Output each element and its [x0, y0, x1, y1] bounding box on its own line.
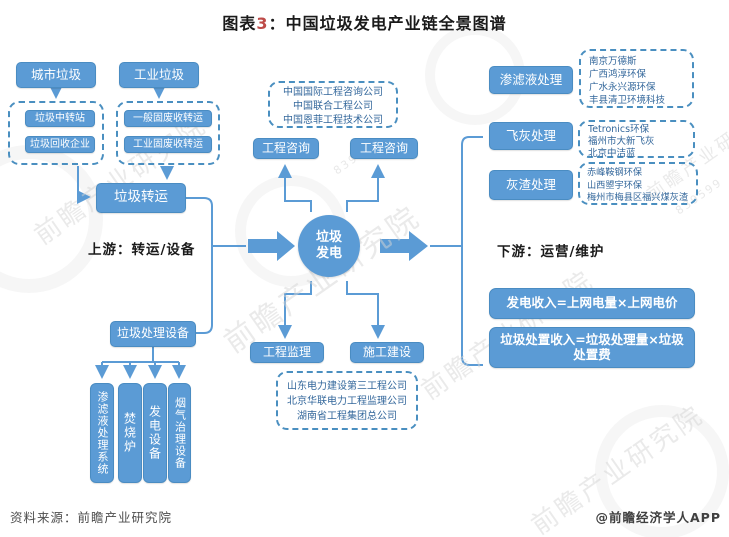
- company-line: 广水永兴源环保: [589, 82, 656, 93]
- company-line: 福州市大新飞灰: [588, 136, 655, 147]
- core-label-line2: 发电: [315, 246, 342, 261]
- big-arrow-left: [248, 231, 295, 261]
- source-note: 资料来源：前瞻产业研究院: [10, 510, 173, 525]
- node-waste-to-energy-core: 垃圾 发电: [298, 215, 360, 277]
- arrow-core-to-supervision: [278, 281, 312, 339]
- node-city-waste: 城市垃圾: [16, 62, 96, 88]
- brace-transfer-to-arrow: [186, 197, 213, 246]
- arrow-group1-to-transfer: [77, 166, 91, 204]
- company-line: 山西曌宇环保: [587, 179, 643, 191]
- company-line: 中国恩菲工程技术公司: [283, 115, 383, 126]
- node-flyash-treatment: 飞灰处理: [489, 122, 573, 150]
- group-municipal-transfer: [8, 101, 104, 165]
- company-line: 广西鸿淳环保: [589, 69, 647, 80]
- node-construction: 施工建设: [350, 342, 424, 363]
- brace-equipment-to-arrow: [196, 246, 213, 334]
- company-line: 中国联合工程公司: [293, 101, 373, 112]
- downstream-section-label: 下游：运营/维护: [497, 244, 605, 260]
- upstream-section-label: 上游：转运/设备: [88, 242, 196, 258]
- group-leachate-companies: 南京万德斯 广西鸿淳环保 广水永兴源环保 丰县清卫环境科技: [579, 49, 694, 108]
- company-line: 南京万德斯: [589, 56, 637, 67]
- company-line: Tetronics环保: [588, 124, 650, 135]
- arrow-core-to-consult-left: [278, 164, 312, 212]
- core-label-line1: 垃圾: [315, 229, 342, 245]
- big-arrow-right: [380, 231, 428, 261]
- node-industrial-waste: 工业垃圾: [119, 62, 199, 88]
- arrow-core-to-construction: [346, 281, 385, 339]
- title-text: ：中国垃圾发电产业链全景图谱: [268, 14, 507, 33]
- group-construction-companies: 山东电力建设第三工程公司 北京华联电力工程监理公司 湖南省工程集团总公司: [276, 371, 418, 430]
- company-line: 赤峰鞍钢环保: [587, 167, 643, 178]
- node-leachate-treatment-system: 渗滤液处理系统: [90, 383, 114, 483]
- group-consulting-companies: 中国国际工程咨询公司 中国联合工程公司 中国恩菲工程技术公司: [268, 81, 398, 128]
- node-fluegas-treatment-equipment: 烟气治理设备: [168, 383, 191, 483]
- node-engineering-consulting-right: 工程咨询: [350, 138, 418, 159]
- group-solid-waste-transfer: [116, 101, 220, 165]
- title-number: 3: [256, 14, 269, 33]
- node-recycling-company: 垃圾回收企业: [25, 136, 95, 153]
- node-power-revenue-formula: 发电收入=上网电量×上网电价: [489, 288, 695, 319]
- node-engineering-supervision: 工程监理: [250, 342, 324, 363]
- node-transfer-station: 垃圾中转站: [25, 110, 95, 127]
- node-engineering-consulting-left: 工程咨询: [253, 138, 319, 159]
- company-line: 北京中洁蓝: [588, 148, 636, 159]
- company-line: 丰县清卫环境科技: [589, 95, 666, 106]
- company-line: 梅州市梅县区福兴煤灰渣: [587, 192, 689, 203]
- company-line: 山东电力建设第三工程公司: [287, 381, 407, 392]
- page-title: 图表3：中国垃圾发电产业链全景图谱: [0, 10, 729, 34]
- node-leachate-treatment: 渗滤液处理: [489, 66, 573, 94]
- credit-note: @前瞻经济学人APP: [595, 510, 721, 525]
- node-waste-transfer: 垃圾转运: [96, 183, 186, 213]
- node-general-solid-waste: 一般固废收转运: [124, 110, 212, 127]
- company-line: 湖南省工程集团总公司: [297, 411, 397, 422]
- company-line: 中国国际工程咨询公司: [283, 87, 383, 98]
- node-disposal-revenue-formula: 垃圾处置收入=垃圾处理量×垃圾处置费: [489, 327, 695, 368]
- group-flyash-companies: Tetronics环保 福州市大新飞灰 北京中洁蓝: [578, 120, 695, 159]
- node-power-generation-equipment: 发电设备: [143, 383, 167, 483]
- group-ash-companies: 赤峰鞍钢环保 山西曌宇环保 梅州市梅县区福兴煤灰渣: [578, 162, 698, 205]
- node-ash-residue-treatment: 灰渣处理: [489, 170, 573, 200]
- title-prefix: 图表: [222, 14, 257, 33]
- node-waste-treatment-equipment: 垃圾处理设备: [110, 321, 196, 347]
- company-line: 北京华联电力工程监理公司: [287, 396, 407, 407]
- node-incinerator: 焚烧炉: [118, 383, 142, 483]
- arrow-core-to-consult-right: [346, 164, 385, 212]
- brace-downstream: [461, 136, 483, 366]
- node-industrial-solid-waste: 工业固废收转运: [124, 136, 212, 153]
